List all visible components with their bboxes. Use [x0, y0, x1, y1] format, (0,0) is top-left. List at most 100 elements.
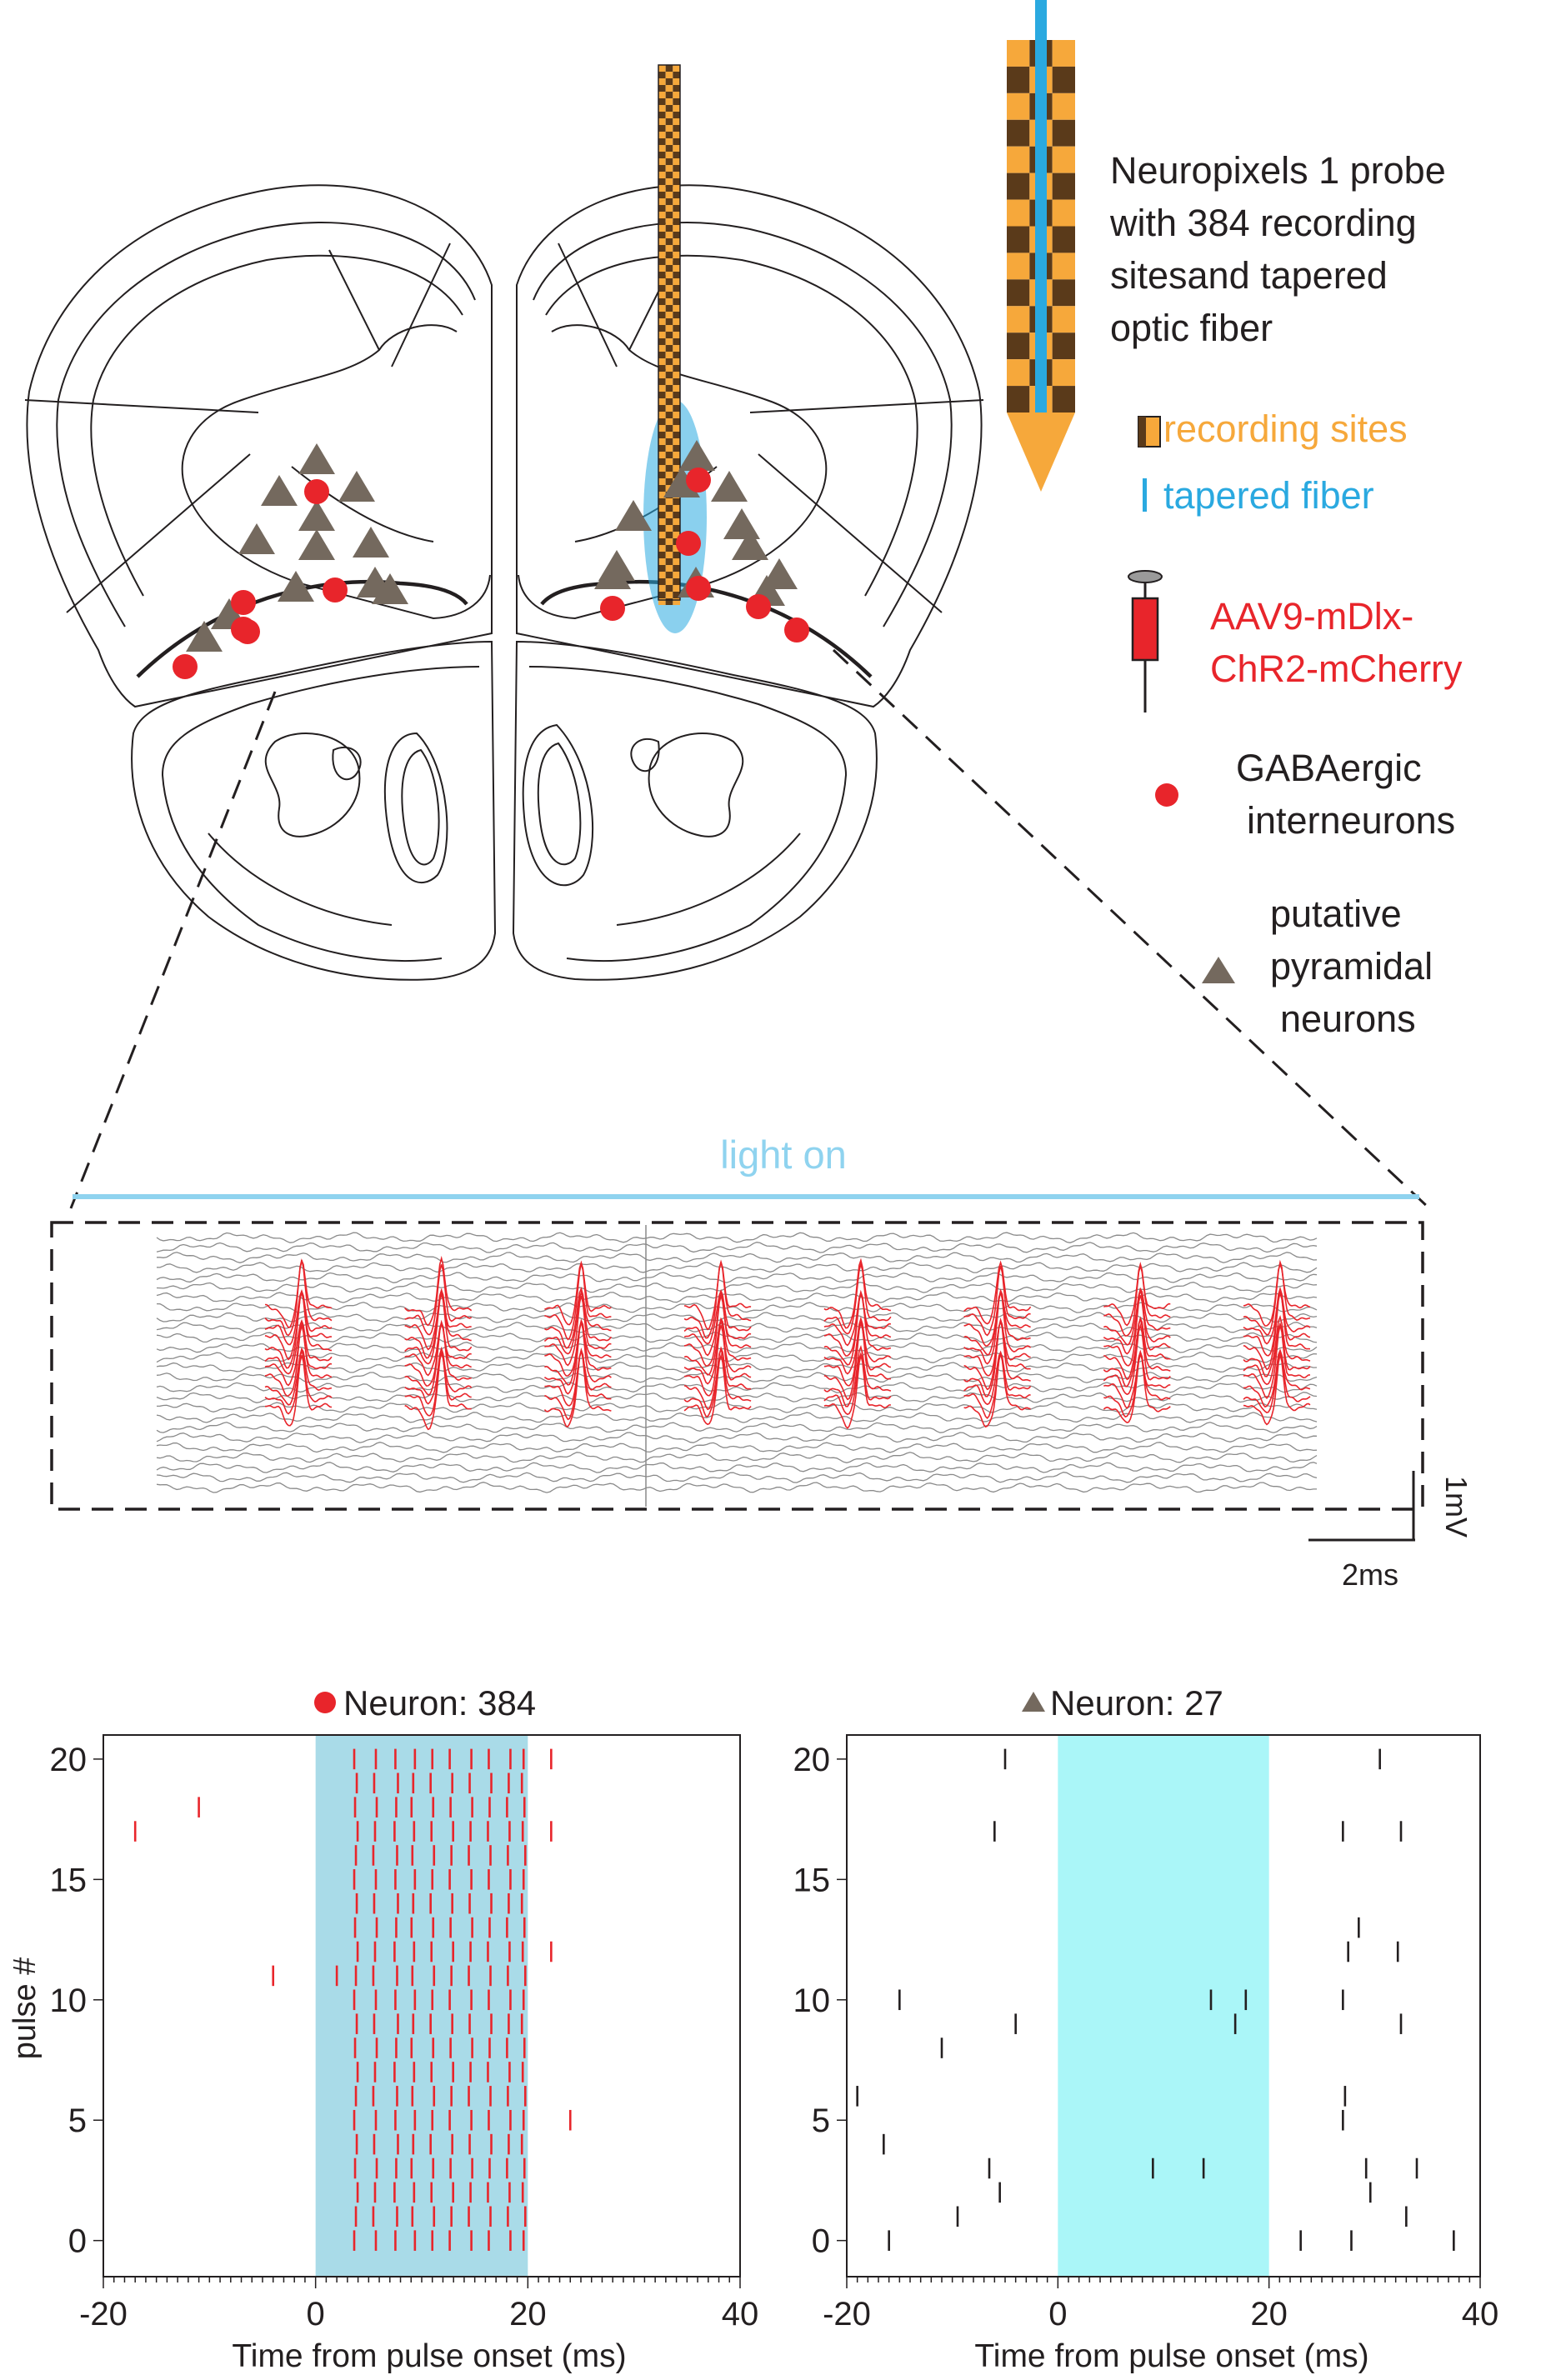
probe-site — [658, 398, 666, 405]
probe-site — [665, 392, 673, 398]
probe-site — [673, 345, 680, 352]
spike-waveform — [823, 1289, 892, 1366]
left-radial-4 — [66, 453, 251, 613]
y-tick-label: 20 — [50, 1742, 88, 1778]
probe-site — [673, 405, 680, 412]
light-on-label: light on — [720, 1132, 847, 1177]
probe-site — [658, 98, 666, 105]
gray-trace — [157, 1252, 1318, 1263]
gray-trace — [156, 1442, 1318, 1453]
probe-site — [673, 205, 680, 212]
probe-site — [673, 145, 680, 152]
probe-site — [658, 218, 666, 225]
probe-site — [658, 538, 666, 545]
right-radial-1 — [749, 399, 984, 413]
probe-site — [658, 292, 666, 298]
light-pulse-window — [1058, 1735, 1269, 2277]
voltage-traces — [156, 1225, 1318, 1507]
brain-coronal-section — [24, 184, 984, 981]
gray-trace — [156, 1452, 1318, 1463]
probe-site — [665, 192, 673, 198]
interneuron-marker — [231, 590, 256, 615]
pyramidal-neuron-marker — [615, 500, 652, 531]
probe-site — [673, 392, 680, 398]
probe-legend-site — [1052, 279, 1075, 307]
probe-site — [673, 318, 680, 325]
probe-site — [665, 272, 673, 278]
probe-site — [665, 218, 673, 225]
interneuron-marker — [304, 479, 329, 504]
probe-site — [673, 565, 680, 572]
spike-waveform — [264, 1259, 333, 1337]
probe-site — [673, 525, 680, 532]
left-radial-2 — [328, 249, 380, 351]
probe-site — [658, 185, 666, 192]
probe-legend-site — [1007, 40, 1030, 67]
y-tick-label: 20 — [793, 1742, 831, 1778]
gray-trace — [156, 1322, 1318, 1333]
probe-site — [658, 198, 666, 205]
zoom-line-right — [832, 648, 1431, 1210]
probe-site — [658, 452, 666, 458]
gray-trace — [156, 1272, 1318, 1283]
probe-site — [665, 398, 673, 405]
probe-site — [658, 405, 666, 412]
legend-probe-tip — [1007, 412, 1075, 492]
probe-site — [665, 438, 673, 445]
probe-site — [658, 85, 666, 92]
probe-site — [658, 265, 666, 272]
probe-site — [665, 145, 673, 152]
probe-site — [658, 65, 666, 72]
pyramidal-neuron-marker — [594, 558, 631, 589]
probe-site — [665, 292, 673, 298]
pyramidal-neuron-marker — [186, 621, 223, 652]
y-tick-label: 0 — [812, 2223, 830, 2260]
probe-site — [673, 98, 680, 105]
probe-site — [658, 212, 666, 218]
spike-waveform — [264, 1318, 333, 1375]
probe-site — [665, 118, 673, 125]
probe-site — [673, 292, 680, 298]
spike-waveform — [544, 1263, 612, 1341]
recording-site-icon — [1138, 416, 1161, 448]
probe-site — [665, 585, 673, 592]
spike-waveform — [404, 1351, 472, 1431]
probe-site — [658, 92, 666, 98]
brain-neuron-markers — [173, 440, 809, 679]
probe-site — [665, 432, 673, 438]
probe-site — [673, 378, 680, 385]
probe-site — [673, 558, 680, 565]
probe-site — [665, 365, 673, 372]
spike-waveform — [264, 1292, 333, 1369]
probe-site — [665, 105, 673, 112]
probe-site — [665, 598, 673, 605]
probe-site — [665, 478, 673, 485]
gray-trace — [156, 1242, 1318, 1253]
x-tick-label: 20 — [1250, 2296, 1288, 2332]
spike-waveform — [1243, 1348, 1311, 1408]
right-radial-3 — [558, 242, 618, 368]
probe-site — [665, 472, 673, 478]
probe-legend-site — [1007, 199, 1030, 227]
probe-site — [673, 225, 680, 232]
scale-bar-time-label: 2ms — [1342, 1558, 1398, 1592]
probe-site — [658, 365, 666, 372]
probe-site — [673, 152, 680, 158]
interneuron-marker — [235, 619, 260, 644]
probe-site — [658, 438, 666, 445]
spike-waveform — [963, 1353, 1031, 1428]
probe-site — [665, 465, 673, 472]
probe-legend-site — [1052, 92, 1075, 120]
probe-site — [658, 418, 666, 425]
spike-waveform — [683, 1352, 752, 1426]
legend-probe-line-2: with 384 recording — [1109, 202, 1417, 244]
probe-site — [673, 305, 680, 312]
probe-site — [673, 585, 680, 592]
probe-site — [658, 318, 666, 325]
probe-site — [665, 552, 673, 558]
y-tick-label: 10 — [50, 1982, 88, 2019]
right-lower-outline — [512, 640, 878, 981]
y-tick-label: 0 — [68, 2223, 87, 2260]
probe-site — [665, 172, 673, 178]
probe-site — [673, 72, 680, 78]
